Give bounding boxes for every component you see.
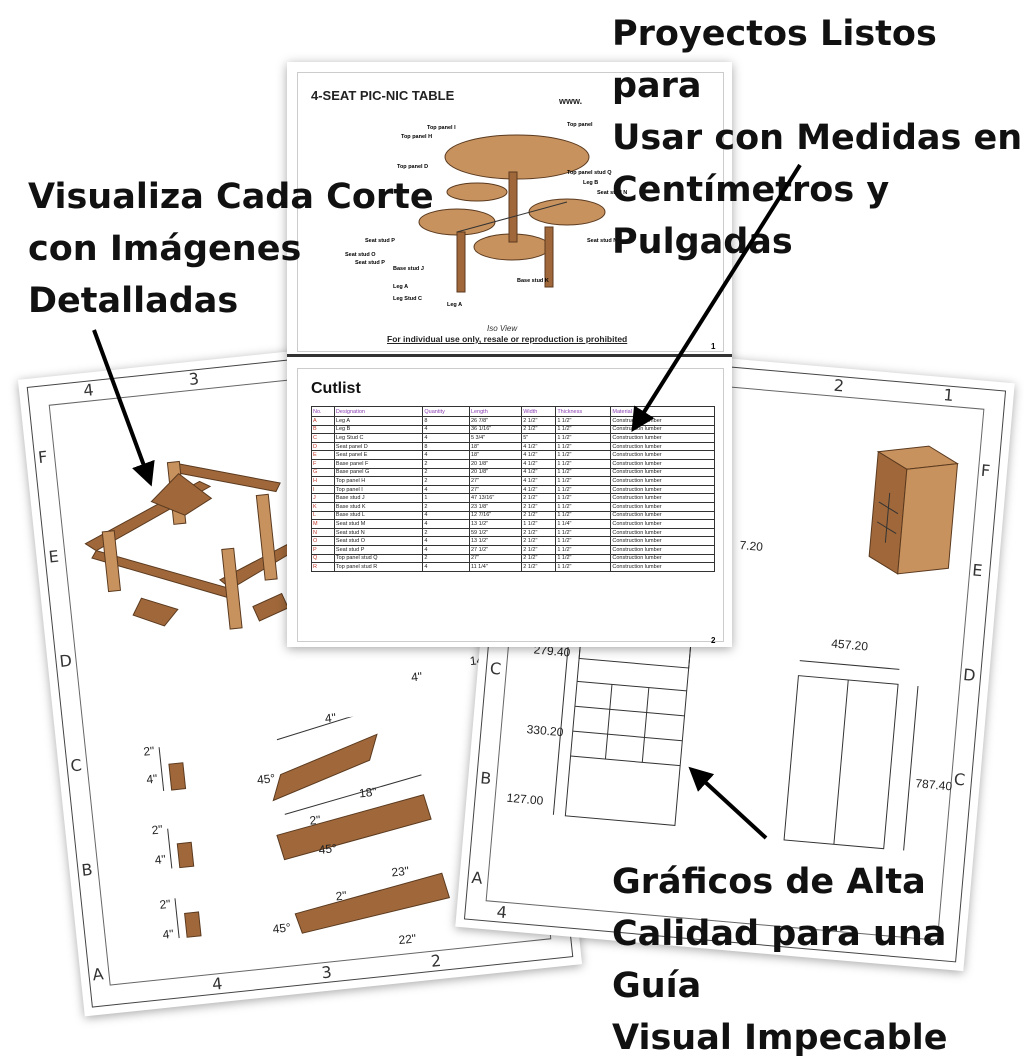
- headline-top-right: Proyectos Listos para Usar con Medidas e…: [612, 8, 1024, 268]
- page-1: 4-SEAT PIC-NIC TABLE www. Top panel I To…: [287, 62, 732, 354]
- arrow-to-frame-illustration: [92, 329, 155, 487]
- page-number: 2: [711, 636, 716, 645]
- callout-label: Base stud J: [393, 266, 424, 272]
- callout-label: Top panel: [567, 122, 593, 128]
- table-frame-3d-illustration: [84, 460, 294, 630]
- callout-label: Seat stud N: [587, 238, 618, 244]
- callout-label: Leg A: [447, 302, 463, 308]
- cut-pieces-diagram: [158, 708, 451, 939]
- headline-line: Detalladas: [28, 281, 239, 321]
- arrow-to-elevation: [688, 766, 768, 840]
- callout-label: Top panel H: [401, 134, 433, 140]
- table-cell: 1 1/2": [555, 562, 612, 572]
- headline-line: con Imágenes: [28, 229, 302, 269]
- cutlist-column-header: Material: [610, 406, 715, 417]
- website-label: www.: [559, 96, 583, 106]
- table-cell: 2 1/2": [521, 562, 557, 572]
- headline-line: Gráficos de Alta: [612, 862, 926, 902]
- callout-label: Top panel D: [397, 164, 429, 170]
- headline-line: Usar con Medidas en: [612, 118, 1023, 158]
- headline-left: Visualiza Cada Corte con Imágenes Detall…: [28, 171, 434, 327]
- usage-notice: For individual use only, resale or repro…: [387, 334, 628, 344]
- cabinet-3d-illustration: [868, 445, 960, 575]
- callout-label: Leg A: [393, 284, 409, 290]
- callout-label: Seat stud P: [365, 238, 395, 244]
- callout-label: Leg B: [583, 180, 599, 186]
- callout-label: Top panel I: [427, 125, 456, 131]
- plan-document: 4-SEAT PIC-NIC TABLE www. Top panel I To…: [287, 62, 732, 647]
- cutlist-column-header: Thickness: [555, 406, 612, 417]
- callout-label: Seat stud N: [597, 190, 628, 196]
- callout-label: Base stud K: [517, 278, 549, 284]
- callout-label: Leg Stud C: [393, 296, 423, 302]
- headline-line: Proyectos Listos para: [612, 14, 937, 106]
- cutlist-column-header: Length: [468, 406, 523, 417]
- callout-label: Seat stud O: [345, 252, 376, 258]
- table-cell: Construction lumber: [610, 562, 715, 572]
- page-number: 1: [711, 342, 716, 351]
- table-cell: 11 1/4": [468, 562, 523, 572]
- page-divider: [287, 354, 732, 357]
- page-title: 4-SEAT PIC-NIC TABLE: [311, 88, 455, 103]
- table-cell: Top panel stud R: [333, 562, 424, 572]
- right-drawing-sheet: 2 1 4 C B A F E D C 279.40 330.20 127.00…: [455, 338, 1015, 972]
- headline-line: Visualiza Cada Corte: [28, 177, 434, 217]
- left-drawing-sheet: 4 3 4 3 2 F E D C B A 2" 4" 2" 4" 2" 4: [17, 327, 583, 1017]
- arrow-to-cutlist: [631, 163, 802, 433]
- callout-label: Top panel stud Q: [567, 170, 612, 176]
- headline-line: Centímetros y Pulgadas: [612, 170, 890, 262]
- headline-line: Calidad para una Guía: [612, 914, 947, 1006]
- cabinet-side-elevation: [783, 660, 919, 851]
- cutlist-column-header: Width: [521, 406, 557, 417]
- view-label: Iso View: [487, 324, 518, 333]
- cutlist-column-header: Designation: [333, 406, 424, 417]
- arrows-overlay: [92, 163, 802, 840]
- picnic-table-iso-illustration: [418, 134, 606, 293]
- cutlist-title: Cutlist: [311, 380, 361, 397]
- callout-label: Seat stud P: [355, 260, 385, 266]
